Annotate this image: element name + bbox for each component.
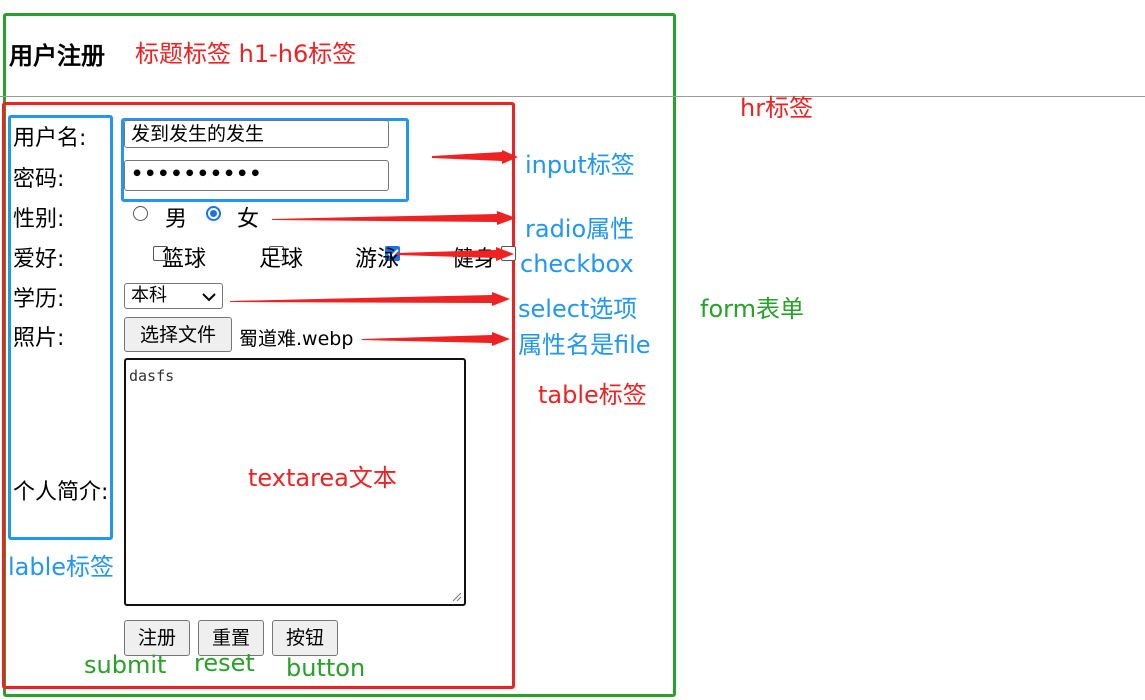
annotation-button: button bbox=[286, 654, 366, 682]
annotation-table-tag: table标签 bbox=[538, 381, 647, 409]
arrow-radio-icon bbox=[272, 211, 516, 225]
password-input[interactable]: •••••••••• bbox=[124, 160, 389, 191]
intro-textarea[interactable]: dasfs bbox=[124, 358, 466, 606]
education-select[interactable]: 本科 bbox=[124, 283, 223, 309]
arrow-select-icon bbox=[230, 292, 510, 306]
hobby-label: 爱好: bbox=[13, 247, 65, 272]
annotation-label-tag: lable标签 bbox=[8, 553, 115, 581]
hobby-label-swimming: 游泳 bbox=[355, 247, 400, 272]
resize-handle-icon[interactable] bbox=[452, 592, 462, 602]
gender-radio-male[interactable] bbox=[133, 206, 148, 221]
annotation-checkbox: checkbox bbox=[520, 250, 634, 278]
education-selected-value: 本科 bbox=[131, 285, 167, 306]
hobby-label-football: 足球 bbox=[259, 247, 304, 272]
gender-option-male: 男 bbox=[165, 207, 188, 232]
reset-button[interactable]: 重置 bbox=[198, 620, 264, 656]
submit-button[interactable]: 注册 bbox=[124, 620, 190, 656]
annotation-form-tag: form表单 bbox=[700, 295, 804, 323]
intro-textarea-value: dasfs bbox=[129, 367, 175, 385]
annotation-heading-tag: 标题标签 h1-h6标签 bbox=[135, 40, 357, 68]
horizontal-rule bbox=[0, 96, 1145, 97]
annotation-select: select选项 bbox=[518, 295, 638, 323]
education-label: 学历: bbox=[13, 287, 65, 312]
hobby-checkbox-basketball[interactable] bbox=[153, 246, 169, 261]
annotation-hr-tag: hr标签 bbox=[740, 94, 814, 122]
annotation-reset: reset bbox=[194, 649, 255, 677]
annotation-input-tag: input标签 bbox=[525, 151, 635, 179]
arrow-checkbox-icon bbox=[396, 247, 514, 261]
chevron-down-icon bbox=[202, 293, 216, 302]
password-label: 密码: bbox=[13, 167, 65, 192]
photo-label: 照片: bbox=[13, 326, 65, 351]
table-outline bbox=[2, 102, 515, 689]
annotation-radio: radio属性 bbox=[525, 215, 635, 243]
arrow-file-icon bbox=[362, 332, 510, 346]
choose-file-button[interactable]: 选择文件 bbox=[124, 317, 232, 352]
page-title: 用户注册 bbox=[9, 42, 105, 70]
username-label: 用户名: bbox=[13, 126, 87, 151]
username-input[interactable]: 发到发生的发生 bbox=[124, 120, 389, 148]
generic-button[interactable]: 按钮 bbox=[272, 620, 338, 656]
hobby-checkbox-football[interactable] bbox=[269, 246, 285, 261]
label-outline bbox=[8, 115, 113, 540]
arrow-input-icon bbox=[432, 150, 518, 164]
intro-label: 个人简介: bbox=[13, 480, 109, 505]
file-name: 蜀道难.webp bbox=[239, 328, 354, 350]
gender-label: 性别: bbox=[13, 207, 65, 232]
annotation-file: 属性名是file bbox=[518, 331, 651, 359]
annotation-textarea: textarea文本 bbox=[248, 464, 397, 492]
annotation-submit: submit bbox=[84, 651, 167, 679]
hobby-label-basketball: 篮球 bbox=[162, 247, 207, 272]
input-outline bbox=[121, 118, 409, 202]
gender-option-female: 女 bbox=[237, 207, 260, 232]
gender-radio-female[interactable] bbox=[206, 206, 221, 221]
